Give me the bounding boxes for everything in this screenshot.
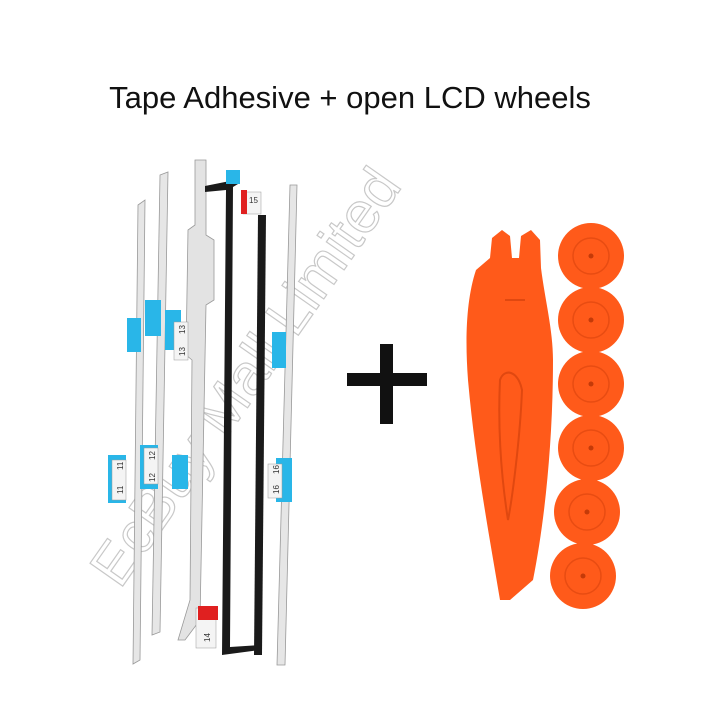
blue-tab [272, 332, 286, 368]
strip-label: 13 [178, 347, 187, 356]
suction-cup [558, 223, 624, 289]
suction-cup [558, 287, 624, 353]
opening-tool [466, 230, 553, 600]
blue-tab [127, 318, 141, 352]
suction-cups [550, 223, 624, 609]
blue-tab [226, 170, 240, 184]
suction-cup [558, 415, 624, 481]
black-adhesive-strip [254, 215, 266, 655]
adhesive-strip [177, 159, 215, 641]
label-tab [173, 321, 189, 361]
strip-label: 13 [178, 325, 187, 334]
suction-cup [558, 351, 624, 417]
label-tab [111, 459, 127, 501]
strip-label: 16 [272, 485, 281, 494]
strip-label: 11 [116, 461, 125, 470]
strip-label: 12 [148, 451, 157, 460]
strip-label: 16 [272, 465, 281, 474]
suction-cup [550, 543, 616, 609]
adhesive-strip [276, 184, 298, 666]
red-tab [198, 606, 218, 620]
strip-label: 15 [249, 196, 258, 205]
adhesive-strip [151, 171, 169, 636]
strip-label: 12 [148, 473, 157, 482]
adhesive-strip [132, 199, 146, 665]
plus-icon [347, 344, 427, 424]
suction-cup [554, 479, 620, 545]
blue-tab [172, 455, 188, 489]
label-tab [267, 463, 283, 499]
label-tab [143, 447, 159, 485]
red-tab [241, 190, 247, 214]
adhesive-strips: 11 11 12 12 13 13 14 15 16 16 [108, 159, 298, 666]
strip-label: 11 [116, 485, 125, 494]
product-title: Tape Adhesive + open LCD wheels [109, 80, 591, 115]
blue-tab [145, 300, 161, 336]
strip-label: 14 [203, 633, 212, 642]
